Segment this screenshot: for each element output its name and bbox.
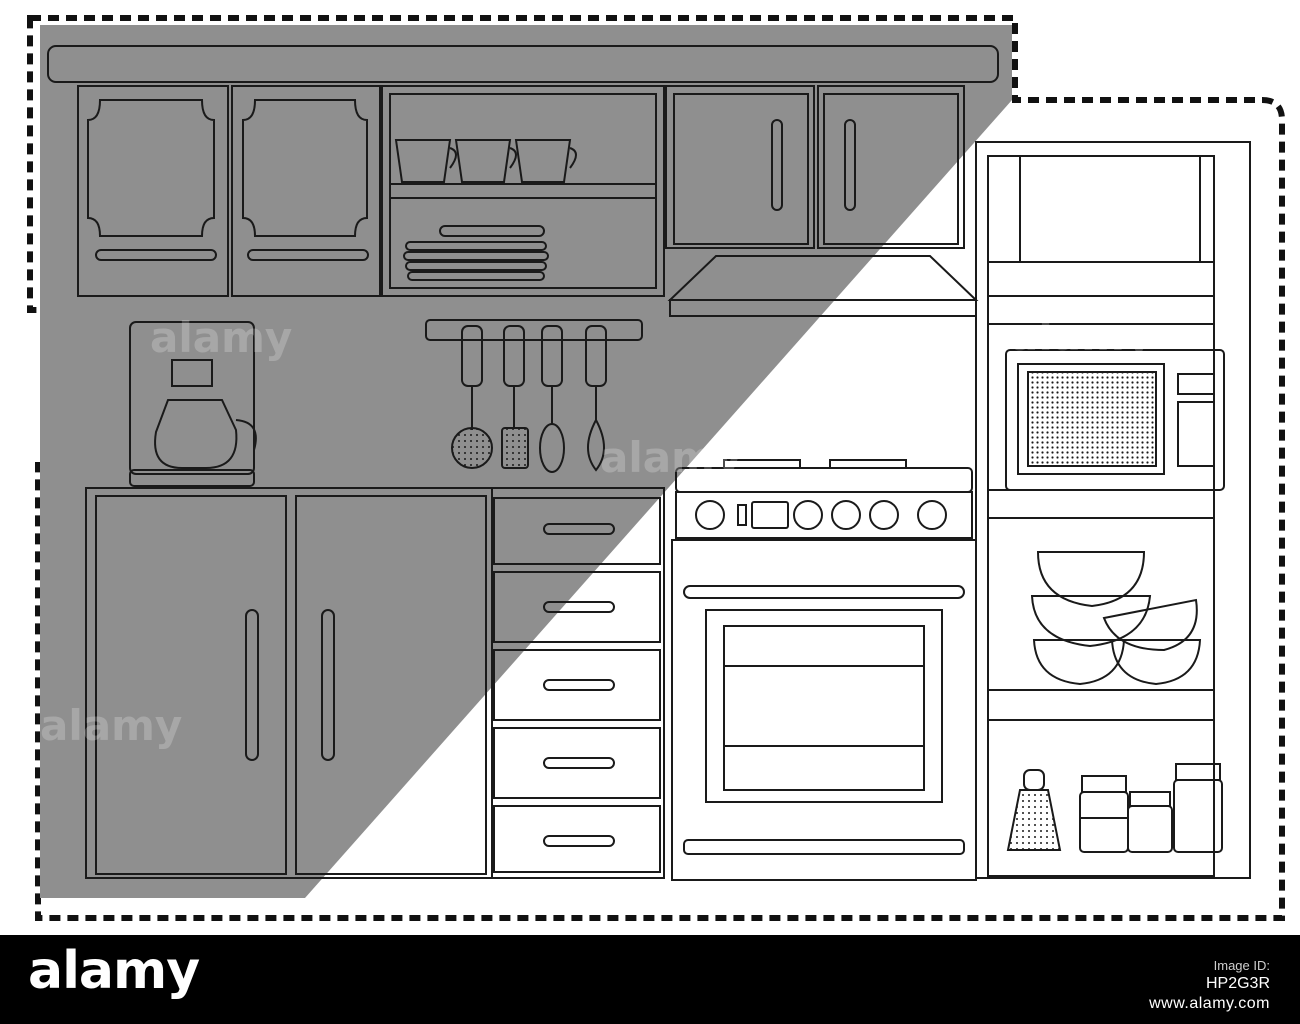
microwave-icon [1005,349,1225,491]
cup-icon [514,139,577,183]
image-id-label: Image ID: [1213,958,1270,973]
cup-icon [454,139,517,183]
ladle-icon [451,325,493,469]
kitchen-shelving [975,141,1251,879]
drawer-stack [491,487,665,879]
upper-cabinet-left-1 [77,85,229,297]
spatula-icon [501,325,529,469]
brand-logo[interactable]: alamy [28,941,200,1001]
cabinet-handle [844,119,856,211]
cup-icon [394,139,457,183]
cabinet-cornice [47,45,999,83]
cabinet-handle [95,249,217,261]
upper-cabinet-right-1 [665,85,815,249]
upper-cabinet-right-2 [817,85,965,249]
spoon-icon [539,325,565,473]
plate-stack-icon [403,225,549,281]
kitchen-illustration: alamy alamy alamy alamy [27,15,1285,921]
jar-icon [1127,791,1173,853]
whisk-icon [585,325,607,472]
cabinet-handle [247,249,369,261]
bowl-stack-icon [1030,551,1202,686]
stove-icon [671,459,977,881]
watermark: alamy [600,433,742,482]
image-id-value: HP2G3R [1205,975,1270,992]
cabinet-handle [321,609,335,761]
upper-cabinet-left-2 [231,85,381,297]
watermark: alamy [1010,311,1152,360]
stock-footer: alamy Image ID: HP2G3R www.alamy.com [0,935,1300,1024]
watermark: alamy [40,701,182,750]
cabinet-handle [245,609,259,761]
utensil-rail [425,319,643,341]
image-id: Image ID: HP2G3R [1206,957,1270,993]
jar-icon [1173,763,1223,853]
cabinet-panel-ornament [242,99,368,237]
site-url[interactable]: www.alamy.com [1149,995,1270,1012]
cabinet-handle [771,119,783,211]
grater-icon [1006,769,1062,851]
watermark: alamy [150,313,292,362]
open-shelf [381,85,665,297]
coffee-maker-icon [129,321,257,487]
cabinet-panel-ornament [87,99,215,237]
